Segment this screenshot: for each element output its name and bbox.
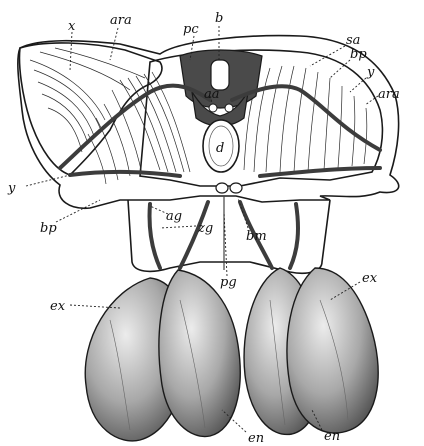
label-ara-right: ara [378,87,400,102]
label-zg: zg [197,221,213,236]
label-en-right: en [324,429,340,444]
label-ex-right: ex [362,271,378,286]
label-pg: pg [220,275,237,290]
label-sa: sa [346,33,360,48]
left-flap-x [19,43,161,175]
label-ara-top: ara [110,13,132,28]
label-bm: bm [246,229,267,244]
nerve-cord-b [211,60,229,90]
central-axis [180,50,262,193]
label-b: b [215,11,223,26]
gill-lamella-4 [287,268,378,433]
gill-lamella-2 [159,270,240,437]
gill-lamellae [85,268,378,441]
label-pc: pc [183,22,199,37]
label-ex-left: ex [50,299,66,314]
label-en-left: en [248,431,264,446]
label-bp-left: bp [40,221,57,236]
label-d: d [216,141,224,156]
label-ag: ag [166,209,182,224]
label-y-right: y [366,65,375,80]
label-y-left: y [7,181,16,196]
label-x: x [68,19,76,34]
gill-arch [128,196,330,273]
label-aa: aa [204,87,220,102]
right-muscle-mass [244,66,367,172]
label-bp-right: bp [350,47,367,62]
